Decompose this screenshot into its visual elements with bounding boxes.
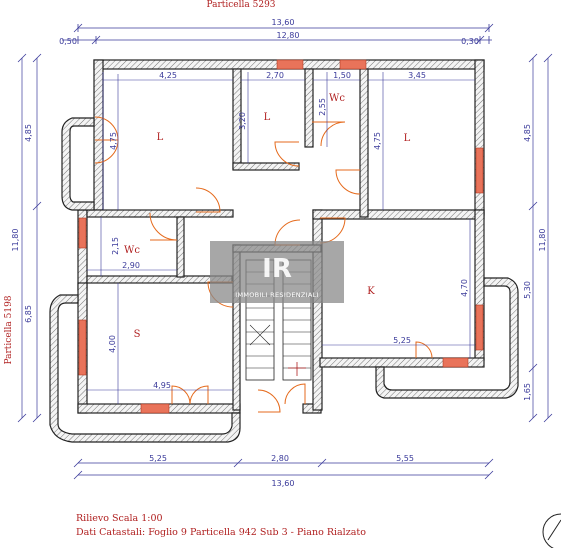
dim-wc-left-width: 2,90	[122, 261, 140, 270]
dim-room2-width: 2,70	[266, 71, 284, 80]
dim-bottom-right: 5,55	[396, 454, 414, 463]
dim-room3-width: 3,45	[408, 71, 426, 80]
dim-top-mid: 12,80	[277, 31, 300, 40]
dim-k-height: 4,70	[460, 279, 469, 297]
room-label-bed3: L	[404, 133, 411, 144]
dim-room1-height: 4,75	[109, 132, 118, 150]
north-arrow-icon	[542, 513, 561, 548]
left-dimension-chain	[17, 53, 42, 423]
watermark-text: IMMOBILI RESIDENZIALI	[235, 291, 319, 299]
dim-room2-height: 3,20	[238, 112, 247, 130]
dim-wc-top-height: 2,55	[318, 98, 327, 116]
dim-top-left-margin: 0,50	[59, 37, 77, 46]
windows	[78, 59, 484, 414]
watermark-box	[210, 241, 344, 303]
dim-right-lower: 5,30	[523, 281, 532, 299]
dim-wc-top-width: 1,50	[333, 71, 351, 80]
footer-scale: Rilievo Scala 1:00	[76, 513, 163, 524]
footer-cadastral: Dati Catastali: Foglio 9 Particella 942 …	[76, 527, 366, 538]
bottom-dimension-chain	[73, 458, 494, 480]
watermark-logo: IR	[262, 254, 292, 284]
dim-bottom-mid: 2,80	[271, 454, 289, 463]
dim-room1-width: 4,25	[159, 71, 177, 80]
right-dimension-chain	[528, 53, 553, 423]
dim-left-total: 11,80	[11, 229, 20, 252]
dim-right-total: 11,80	[538, 229, 547, 252]
dim-room3-height: 4,75	[373, 132, 382, 150]
interior-dimensions	[87, 72, 475, 404]
dim-wc-left-height: 2,15	[111, 237, 120, 255]
parcel-label-top: Particella 5293	[206, 0, 275, 10]
dim-right-upper: 4,85	[523, 124, 532, 142]
watermark: IR IMMOBILI RESIDENZIALI	[210, 241, 344, 303]
room-label-bed2: L	[264, 112, 271, 123]
dim-top-right-margin: 0,30	[461, 37, 479, 46]
dim-s-width: 4,95	[153, 381, 171, 390]
room-label-wc-left: Wc	[124, 245, 140, 256]
room-label-kitchen: K	[367, 286, 375, 297]
dim-top-total: 13,60	[272, 18, 295, 27]
room-label-living: S	[134, 329, 141, 340]
room-label-wc-top: Wc	[329, 93, 345, 104]
dim-right-bottom: 1,65	[523, 383, 532, 401]
parcel-label-left: Particella 5198	[4, 295, 14, 364]
dim-bottom-total: 13,60	[272, 479, 295, 488]
dim-left-lower: 6,85	[24, 305, 33, 323]
dim-k-width: 5,25	[393, 336, 411, 345]
dim-left-upper: 4,85	[24, 124, 33, 142]
walls	[49, 59, 519, 443]
dim-bottom-left: 5,25	[149, 454, 167, 463]
top-dimension-chain	[62, 23, 494, 45]
room-label-bed1: L	[157, 132, 164, 143]
dim-s-height: 4,00	[108, 335, 117, 353]
